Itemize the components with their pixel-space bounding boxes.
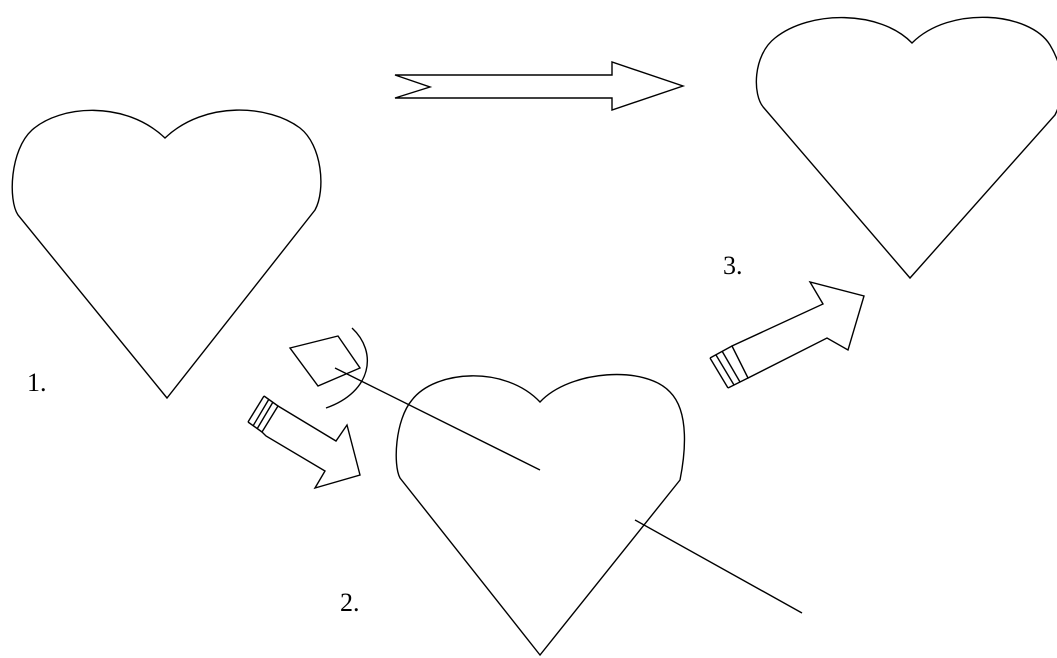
arrow-2-to-3-band xyxy=(709,357,729,389)
heart-1-shape xyxy=(11,109,322,400)
arrow-2-to-3-body xyxy=(731,280,865,379)
top-arrow xyxy=(394,61,686,111)
arrow-2-to-3-band xyxy=(715,354,735,386)
arrow-1-to-2-body xyxy=(261,405,361,490)
step-label-2: 2. xyxy=(340,588,360,617)
arrow-2-to-3-band xyxy=(709,345,733,359)
arrow-2-to-3 xyxy=(709,280,865,389)
heart-2-shape xyxy=(395,373,686,657)
arrow-2-to-3-band xyxy=(721,350,741,383)
cupids-arrow-exit xyxy=(634,519,803,614)
cupids-arrow xyxy=(288,327,803,614)
arrow-2-to-3-band xyxy=(727,377,749,389)
arrow-1-to-2-band xyxy=(247,395,265,423)
cupids-arrow-fletching xyxy=(288,335,362,387)
step-label-3: 3. xyxy=(723,251,743,280)
arrow-1-to-2-band xyxy=(263,395,279,407)
arrow-1-to-2-band xyxy=(252,398,270,427)
arrow-1-to-2-band xyxy=(247,421,263,433)
step-label-1: 1. xyxy=(27,368,47,397)
arrow-1-to-2 xyxy=(247,395,361,490)
arrow-1-to-2-band xyxy=(256,401,274,430)
heart-3-shape xyxy=(755,16,1057,280)
cupids-arrow-arc xyxy=(325,327,368,409)
cupids-arrow-shaft xyxy=(334,367,541,471)
